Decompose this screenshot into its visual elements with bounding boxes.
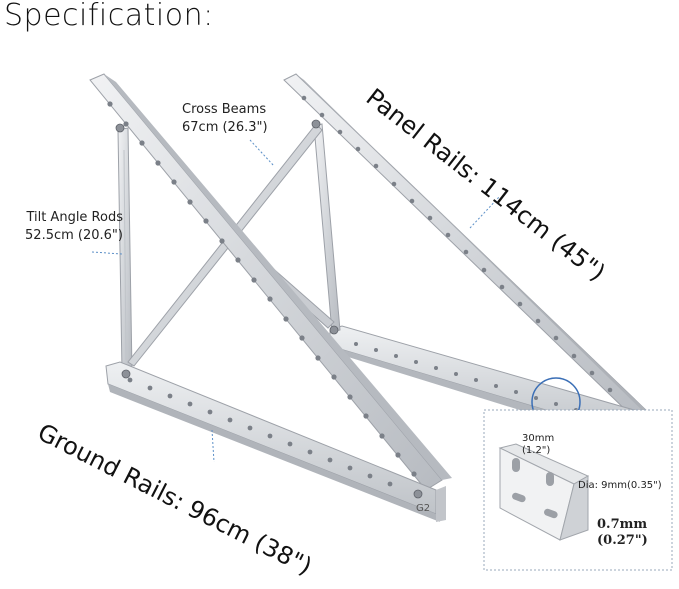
thickness-inch: (0.27")	[597, 533, 648, 548]
front-tilt-angle-rod	[117, 127, 133, 373]
hole-spacing-label: 30mm (1.2")	[522, 433, 554, 457]
bracket-detail-box	[483, 409, 673, 571]
bolts	[115, 119, 635, 499]
back-tilt-angle-rod	[313, 123, 341, 333]
tilt-angle-rods-size: 52.5cm (20.6")	[25, 228, 123, 243]
hole-spacing-inch: (1.2")	[522, 445, 551, 456]
tilt-angle-rods-name: Tilt Angle Rods	[26, 210, 123, 225]
thickness-mm: 0.7mm	[597, 517, 648, 532]
page-title: Specification:	[4, 0, 214, 33]
ground-rail-code: G2	[416, 503, 431, 514]
front-panel-rail	[89, 73, 452, 491]
leader-lines	[91, 139, 501, 463]
thickness-label: 0.7mm (0.27")	[597, 517, 648, 549]
hole-spacing-mm: 30mm	[522, 433, 555, 444]
tilt-angle-rods-label: Tilt Angle Rods 52.5cm (20.6")	[2, 209, 123, 245]
cross-beams-label: Cross Beams 67cm (26.3")	[182, 101, 268, 137]
cross-beams-name: Cross Beams	[182, 102, 267, 117]
hole-diameter-label: Dia: 9mm(0.35")	[578, 480, 662, 491]
rail-holes	[107, 95, 613, 487]
cross-beams-size: 67cm (26.3")	[182, 120, 268, 135]
